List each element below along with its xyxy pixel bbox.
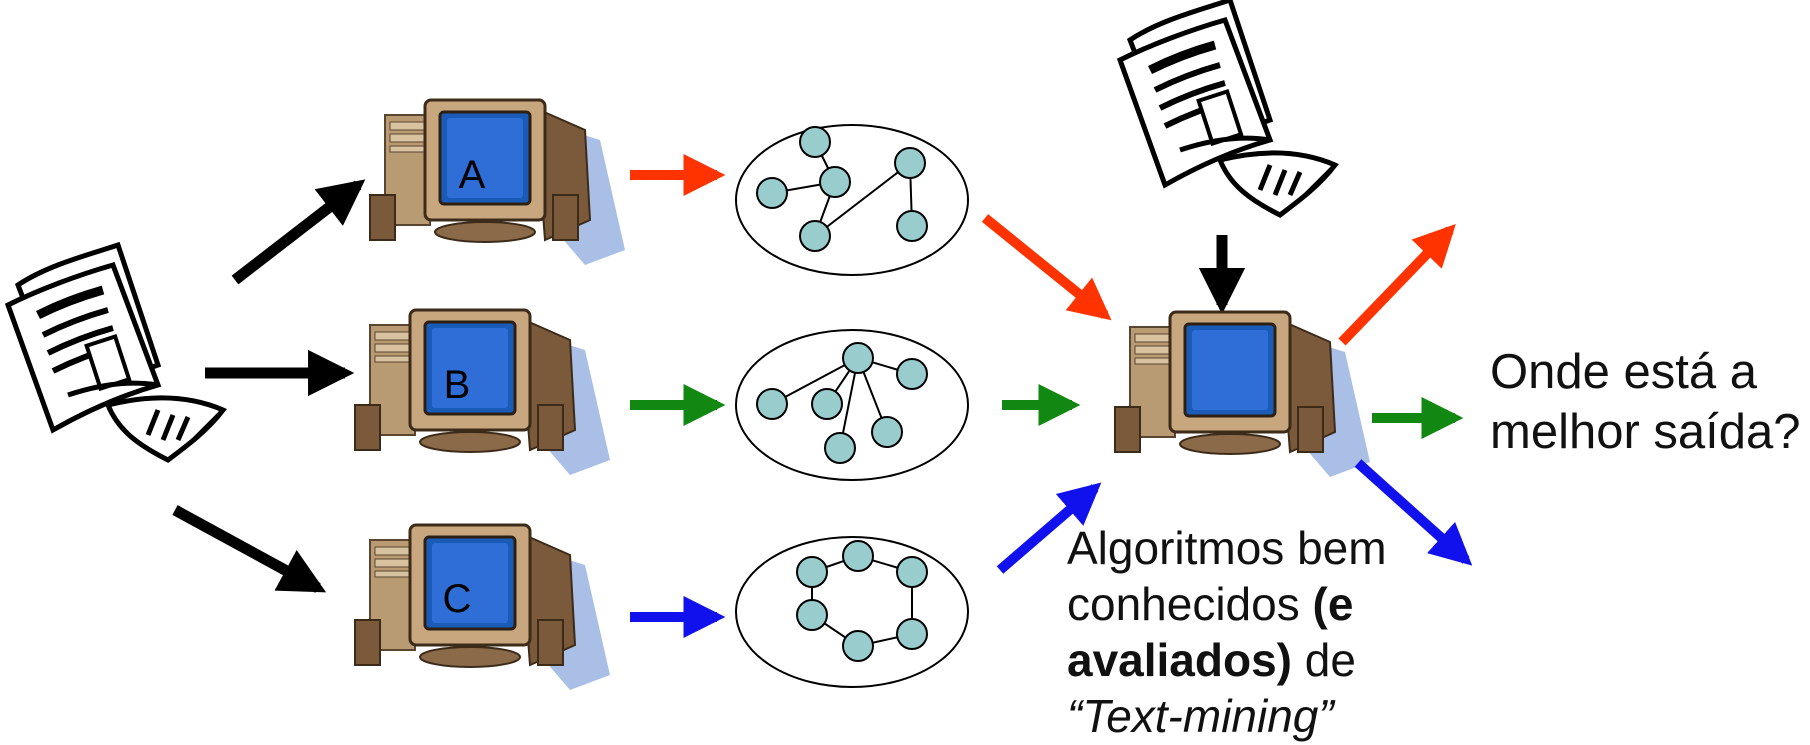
caption-line-2-plain: conhecidos	[1067, 578, 1313, 630]
computer-a: A	[368, 98, 627, 267]
newspaper-icon-left	[8, 245, 223, 460]
computer-icon	[353, 523, 612, 692]
arrow-graph-c-to-central	[996, 482, 1102, 574]
computer-b-label: B	[444, 363, 471, 407]
caption-line-4-italic: “Text-mining”	[1067, 690, 1334, 742]
computer-icon	[353, 308, 612, 477]
computer-c-label: C	[443, 577, 472, 621]
graph-icon-a	[735, 124, 969, 276]
computer-icon	[368, 98, 627, 267]
graph-icon-b	[735, 329, 969, 481]
arrow-output-blue	[1354, 459, 1473, 566]
caption-line-1: Algoritmos bem	[1067, 522, 1387, 574]
computer-c: C	[353, 523, 612, 692]
graph-icon-c	[735, 536, 969, 688]
newspaper-icon-top	[1120, 0, 1335, 215]
caption-line-3-bold: avaliados)	[1067, 634, 1292, 686]
caption-line-4: “Text-mining”	[1067, 688, 1387, 744]
caption-line-3-plain: de	[1292, 634, 1356, 686]
output-question: Onde está a melhor saída?	[1490, 342, 1801, 462]
arrow-input-to-a	[231, 179, 366, 285]
caption-line-3: avaliados) de	[1067, 632, 1387, 688]
central-computer-icon	[1113, 310, 1372, 479]
computer-b: B	[353, 308, 612, 477]
question-line-1: Onde está a	[1490, 345, 1757, 399]
arrow-output-red	[1338, 223, 1456, 346]
caption-line-2-bold: (e	[1312, 578, 1354, 630]
question-line-2: melhor saída?	[1490, 405, 1801, 459]
arrow-graph-a-to-central	[981, 214, 1112, 321]
algorithms-caption: Algoritmos bem conhecidos (e avaliados) …	[1067, 520, 1387, 744]
caption-line-2: conhecidos (e	[1067, 576, 1387, 632]
arrow-input-to-c	[172, 505, 327, 593]
computer-a-label: A	[459, 153, 486, 197]
